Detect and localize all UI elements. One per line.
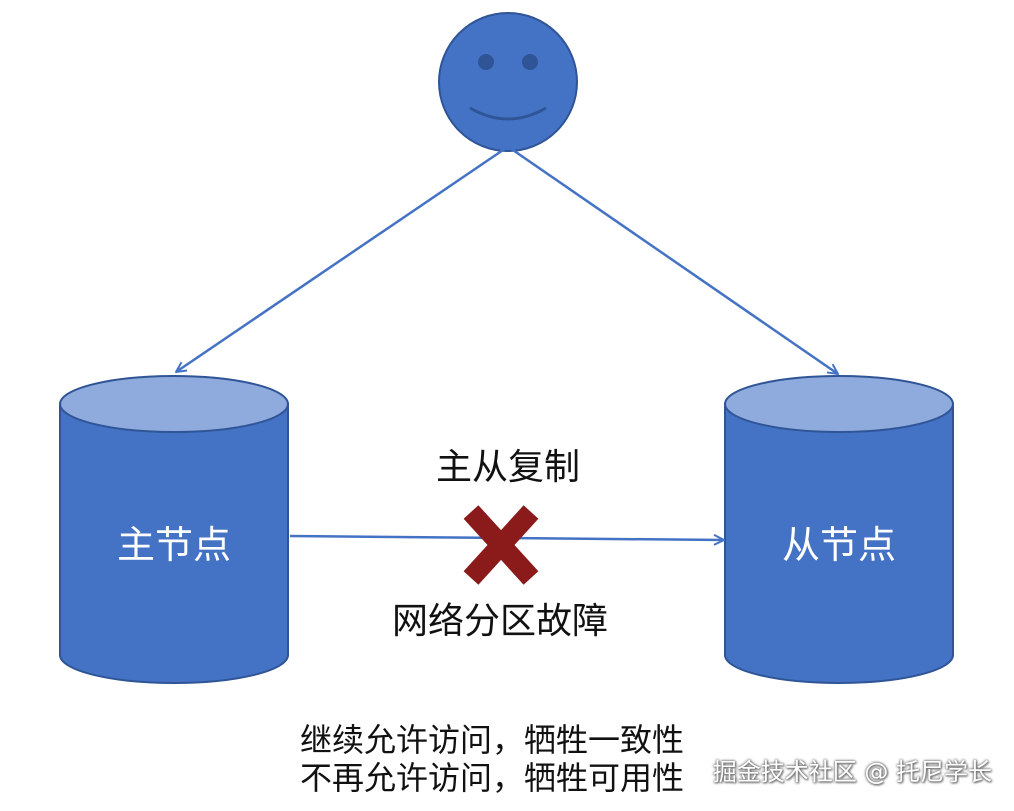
note-line-2: 不再允许访问，牺牲可用性 bbox=[300, 759, 685, 797]
user-to-slave-arrow bbox=[509, 146, 838, 374]
watermark: 掘金技术社区 @ 托尼学长 bbox=[712, 758, 992, 786]
partition-failure-label: 网络分区故障 bbox=[391, 601, 609, 642]
master-node-cylinder bbox=[59, 375, 289, 684]
smiley-face-icon bbox=[438, 12, 578, 152]
cross-icon bbox=[463, 505, 539, 585]
note-line-1: 继续允许访问，牺牲一致性 bbox=[300, 721, 685, 759]
replication-label: 主从复制 bbox=[435, 447, 581, 488]
master-node-label: 主节点 bbox=[116, 523, 232, 567]
user-to-master-arrow bbox=[176, 146, 507, 372]
slave-node-label: 从节点 bbox=[781, 523, 897, 567]
slave-node-cylinder bbox=[724, 375, 954, 684]
